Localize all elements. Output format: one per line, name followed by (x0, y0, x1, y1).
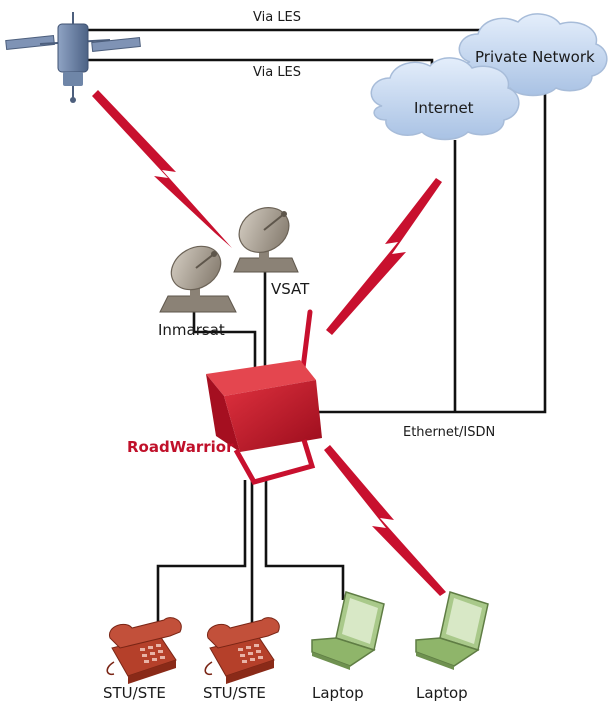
via-les-label-top: Via LES (253, 10, 302, 25)
via-les-label-bottom: Via LES (253, 65, 302, 80)
laptop-label-2: Laptop (416, 684, 468, 702)
inmarsat-label: Inmarsat (158, 321, 225, 339)
internet-label: Internet (414, 99, 474, 117)
satellite-icon (5, 12, 141, 103)
inmarsat-dish-icon (159, 245, 237, 313)
laptop-icon-2 (415, 591, 489, 670)
stu-ste-label-2: STU/STE (203, 684, 266, 702)
stu-ste-phone-icon-2 (204, 617, 280, 684)
inmarsat-link (192, 310, 257, 372)
laptop-icon-1 (311, 591, 385, 670)
wireless-links (92, 90, 446, 596)
via-les-link-private (80, 28, 502, 50)
private-network-label: Private Network (475, 48, 595, 66)
laptop-label-1: Laptop (312, 684, 364, 702)
roadwarrior-label: RoadWarrior (127, 438, 234, 456)
wireless-bolt-laptop (324, 445, 446, 596)
roadwarrior-icon (206, 309, 322, 485)
laptop-link-1 (264, 480, 345, 600)
wireless-bolt-internet (326, 178, 442, 335)
stu-ste-label-1: STU/STE (103, 684, 166, 702)
wireless-bolt-satellite (92, 90, 232, 248)
vsat-label: VSAT (271, 280, 310, 298)
vsat-dish-icon (233, 207, 299, 273)
phone-link-1 (156, 480, 247, 632)
stu-ste-phone-icon-1 (106, 617, 182, 684)
ethernet-link-private (308, 85, 547, 414)
internet-cloud-icon (370, 57, 520, 141)
ethernet-isdn-label: Ethernet/ISDN (403, 425, 496, 440)
